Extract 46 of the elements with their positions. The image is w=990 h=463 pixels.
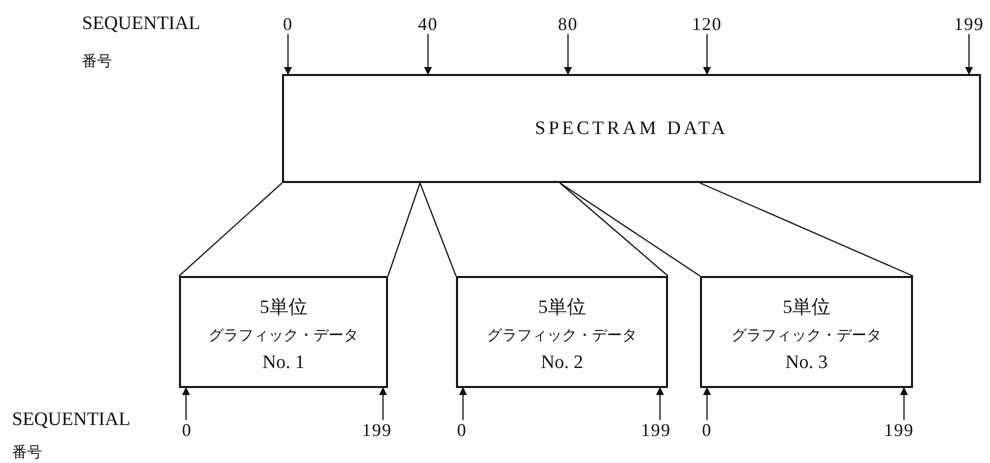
expansion-line (560, 182, 668, 276)
block-number: No. 2 (540, 352, 584, 374)
index-label: 199 (637, 420, 675, 440)
index-label: 199 (950, 14, 988, 34)
data-block-box (282, 74, 981, 183)
index-label: 120 (688, 14, 726, 34)
unit-label: 5単位 (258, 296, 308, 320)
axis-title: 番号 (82, 52, 112, 72)
expansion-line (419, 182, 457, 276)
index-label: 199 (358, 420, 396, 440)
index-label: 40 (414, 14, 442, 34)
arrow (656, 387, 664, 420)
index-label: 0 (180, 420, 194, 440)
arrow (459, 387, 467, 420)
index-label: 199 (880, 420, 918, 440)
data-type-label: グラフィック・データ (730, 327, 882, 345)
data-type-label: グラフィック・データ (486, 327, 638, 345)
block-title: SPECTRAM DATA (534, 118, 730, 140)
expansion-line (387, 182, 421, 276)
arrow (284, 34, 292, 75)
expansion-line (700, 182, 914, 277)
arrow (564, 34, 572, 75)
sub-block-box (456, 276, 668, 388)
axis-title: SEQUENTIAL (82, 14, 200, 34)
arrow (379, 387, 387, 420)
axis-title: SEQUENTIAL (12, 410, 130, 430)
arrow (703, 34, 711, 75)
unit-label: 5単位 (537, 296, 587, 320)
arrow (965, 34, 973, 75)
expansion-line (560, 182, 700, 276)
arrow (703, 387, 711, 420)
index-label: 0 (700, 420, 714, 440)
index-label: 80 (554, 14, 582, 34)
block-number: No. 1 (261, 352, 306, 374)
expansion-line (178, 182, 282, 276)
index-label: 0 (455, 420, 469, 440)
arrow (182, 387, 190, 420)
arrow (900, 387, 908, 420)
data-type-label: グラフィック・データ (208, 327, 360, 345)
block-number: No. 3 (784, 352, 829, 374)
arrow (424, 34, 432, 75)
sub-block-box (179, 276, 388, 388)
index-label: 0 (276, 14, 300, 34)
sub-block-box (700, 276, 913, 388)
axis-title: 番号 (12, 444, 42, 463)
unit-label: 5単位 (782, 296, 832, 320)
